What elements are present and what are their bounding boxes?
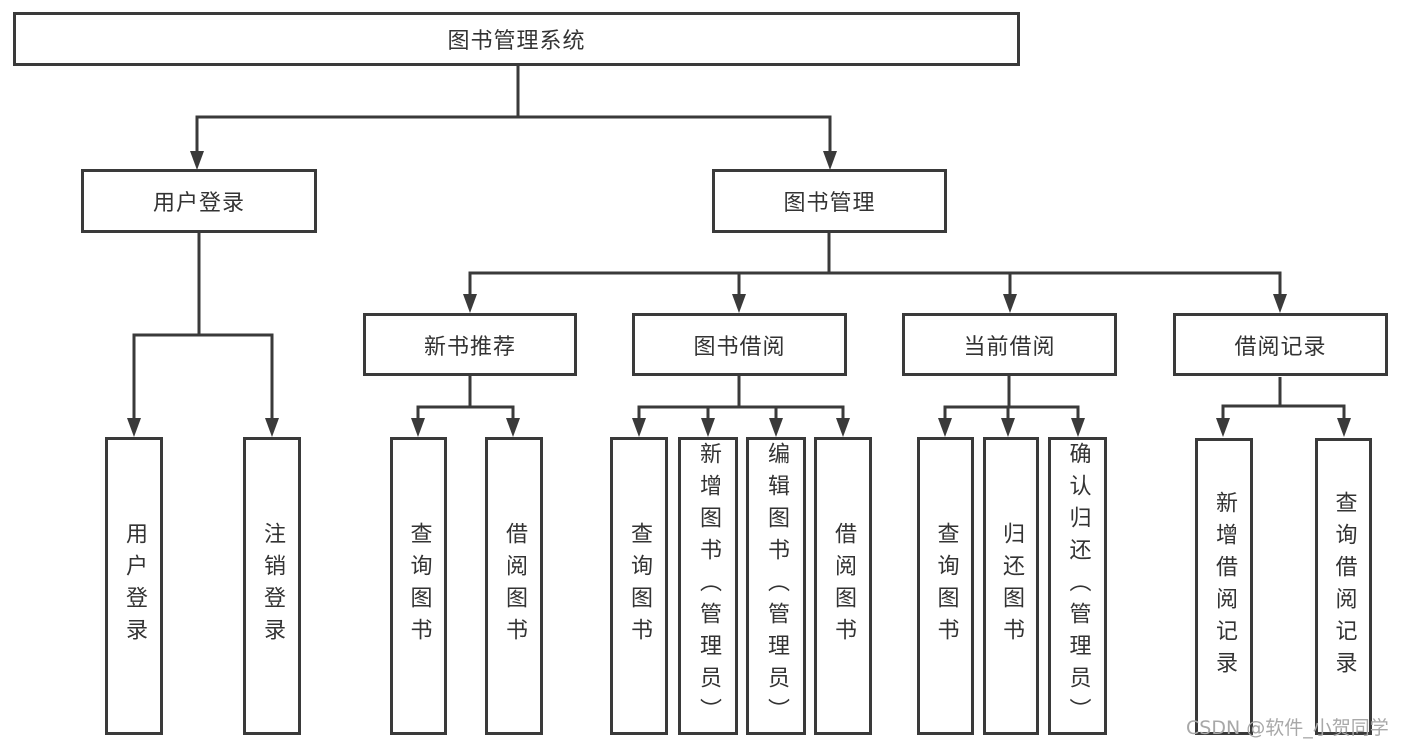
node-book-management: 图书管理 (712, 169, 947, 233)
leaf-query-books-recommend: 查询图书 (390, 437, 447, 735)
leaf-confirm-return-admin: 确认归还（管理员） (1048, 437, 1107, 735)
leaf-query-books-borrow: 查询图书 (610, 437, 668, 735)
leaf-logout: 注销登录 (243, 437, 301, 735)
node-user-login: 用户登录 (81, 169, 317, 233)
node-root-library-system: 图书管理系统 (13, 12, 1020, 66)
leaf-return-book: 归还图书 (983, 437, 1039, 735)
node-current-borrow: 当前借阅 (902, 313, 1117, 376)
csdn-watermark: CSDN @软件_小贺同学 (1186, 717, 1389, 739)
leaf-borrow-books: 借阅图书 (814, 437, 872, 735)
leaf-add-book-admin: 新增图书（管理员） (678, 437, 738, 735)
leaf-query-borrow-record: 查询借阅记录 (1315, 438, 1372, 735)
leaf-user-login: 用户登录 (105, 437, 163, 735)
leaf-query-books-current: 查询图书 (917, 437, 974, 735)
leaf-borrow-books-recommend: 借阅图书 (485, 437, 543, 735)
node-borrow-records: 借阅记录 (1173, 313, 1388, 376)
node-book-borrow: 图书借阅 (632, 313, 847, 376)
node-new-book-recommend: 新书推荐 (363, 313, 577, 376)
leaf-edit-book-admin: 编辑图书（管理员） (746, 437, 806, 735)
leaf-add-borrow-record: 新增借阅记录 (1195, 438, 1253, 735)
